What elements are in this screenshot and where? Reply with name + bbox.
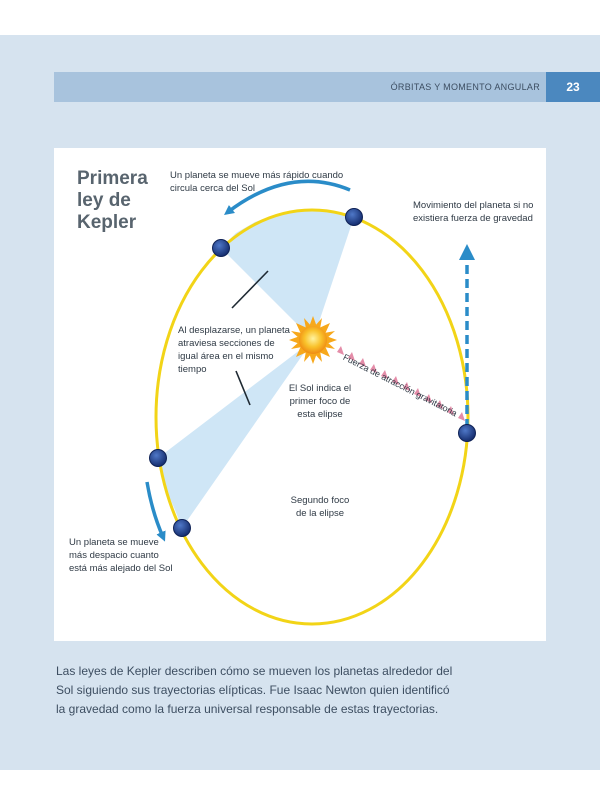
figure-title: Primera ley de Kepler [77,168,167,234]
tangent-arrow-head [459,244,475,260]
label-focus2-line-2: de la elipse [295,508,345,519]
label-motion-line-1: Movimiento del planeta si no [413,200,534,211]
label-fast-line-2: circula cerca del Sol [170,183,256,194]
planet-top-right [345,208,363,226]
slow-motion-arrow [145,481,166,542]
label-slow-line-2: más despacio cuanto [69,550,159,561]
planet-left-lower [173,519,191,537]
planet-left-upper [149,449,167,467]
label-second-focus: Segundo foco de la elipse [280,494,360,520]
label-area-line-3: igual área en el mismo [178,351,274,362]
figure-title-line-2: ley de [77,190,131,211]
label-sun-line-2: primer foco de [289,396,351,407]
orbit-ellipse [154,208,470,626]
label-slow-planet: Un planeta se mueve más despacio cuanto … [69,536,189,575]
label-slow-line-3: está más alejado del Sol [69,563,173,574]
caption-line-3: la gravedad como la fuerza universal res… [56,702,439,716]
sun [289,316,337,364]
figure-caption: Las leyes de Kepler describen cómo se mu… [56,662,456,719]
pointer-line-upper [231,270,269,309]
label-area-line-4: tiempo [178,364,207,375]
swept-area-far [158,340,313,528]
label-sun-line-3: esta elipse [297,409,343,420]
caption-line-1: Las leyes de Kepler describen cómo se mu… [56,664,453,678]
caption-line-2: Sol siguiendo sus trayectorias elípticas… [56,683,450,697]
planet-right [458,424,476,442]
gravity-force-arrow [337,346,465,421]
label-motion-line-2: existiera fuerza de gravedad [413,213,533,224]
header-band [54,72,546,102]
label-equal-areas: Al desplazarse, un planeta atraviesa sec… [178,324,298,376]
figure-title-line-3: Kepler [77,212,137,233]
label-fast-planet: Un planeta se mueve más rápido cuando ci… [170,169,360,195]
swept-area-near [221,210,354,340]
label-fast-line-1: Un planeta se mueve más rápido cuando [170,170,344,181]
label-sun-focus: El Sol indica el primer foco de esta eli… [280,382,360,421]
chapter-title: ÓRBITAS Y MOMENTO ANGULAR [390,82,540,92]
label-slow-line-1: Un planeta se mueve [69,537,159,548]
label-focus2-line-1: Segundo foco [290,495,350,506]
figure-title-line-1: Primera [77,168,148,189]
fast-motion-arrow [224,179,351,216]
pointer-line-lower [235,370,251,406]
page-number: 23 [546,72,600,102]
label-area-line-1: Al desplazarse, un planeta [178,325,290,336]
label-area-line-2: atraviesa secciones de [178,338,275,349]
label-planet-motion: Movimiento del planeta si no existiera f… [413,199,548,225]
label-sun-line-1: El Sol indica el [288,383,352,394]
planet-top-left [212,239,230,257]
